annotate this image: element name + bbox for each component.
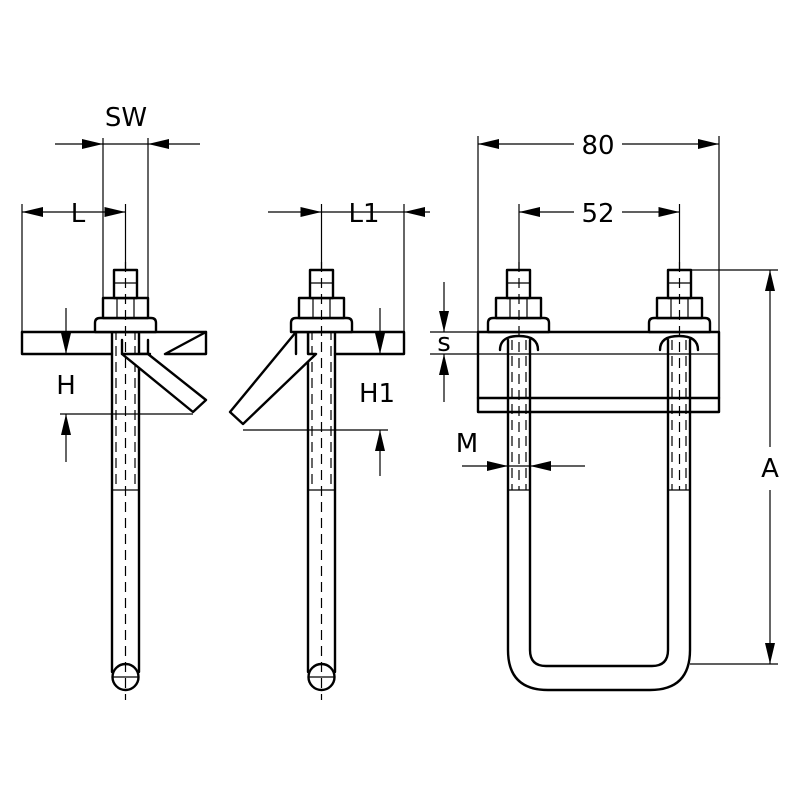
label-l1: L1 — [348, 199, 379, 229]
side-view-left: SW L H — [20, 103, 208, 700]
label-80: 80 — [581, 131, 614, 161]
label-h1: H1 — [359, 379, 395, 409]
label-a: A — [761, 454, 779, 484]
label-m: M — [456, 429, 478, 459]
label-h: H — [56, 371, 76, 401]
label-l: L — [71, 199, 86, 229]
side-view-middle: L1 H1 — [228, 199, 430, 700]
label-s: s — [437, 328, 451, 358]
label-52: 52 — [581, 199, 614, 229]
label-sw: SW — [105, 103, 147, 133]
front-view: 80 52 s M A — [430, 131, 779, 692]
